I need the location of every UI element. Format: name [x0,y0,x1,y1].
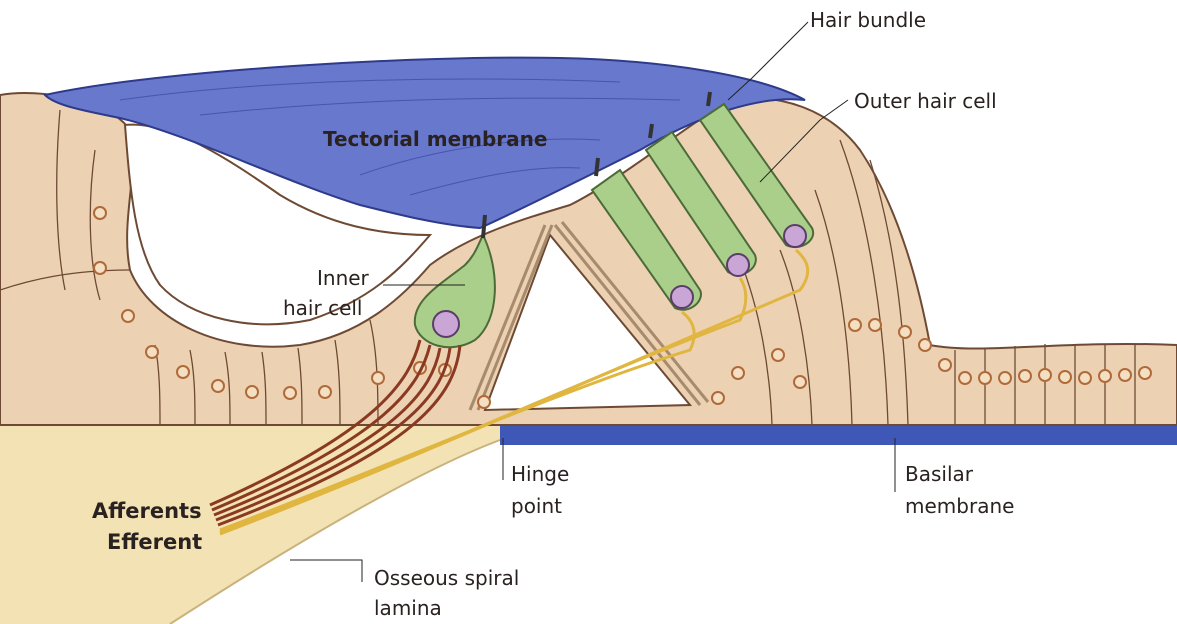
basilar-membrane-shape [500,425,1177,445]
label-basilar-membrane-2: membrane [905,491,1014,521]
label-outer-hair-cell: Outer hair cell [854,86,997,116]
label-hinge-point-2: point [511,491,562,521]
label-inner-hair-cell-2: hair cell [283,293,362,323]
label-afferents: Afferents [92,496,202,526]
label-basilar-membrane-1: Basilar [905,459,973,489]
label-osseous-spiral-lamina-1: Osseous spiral [374,563,519,593]
label-hair-bundle: Hair bundle [810,5,926,35]
label-osseous-spiral-lamina-2: lamina [374,593,442,623]
label-efferent: Efferent [107,527,202,557]
label-inner-hair-cell-1: Inner [317,263,369,293]
label-hinge-point-1: Hinge [511,459,569,489]
label-tectorial-membrane: Tectorial membrane [323,124,547,154]
